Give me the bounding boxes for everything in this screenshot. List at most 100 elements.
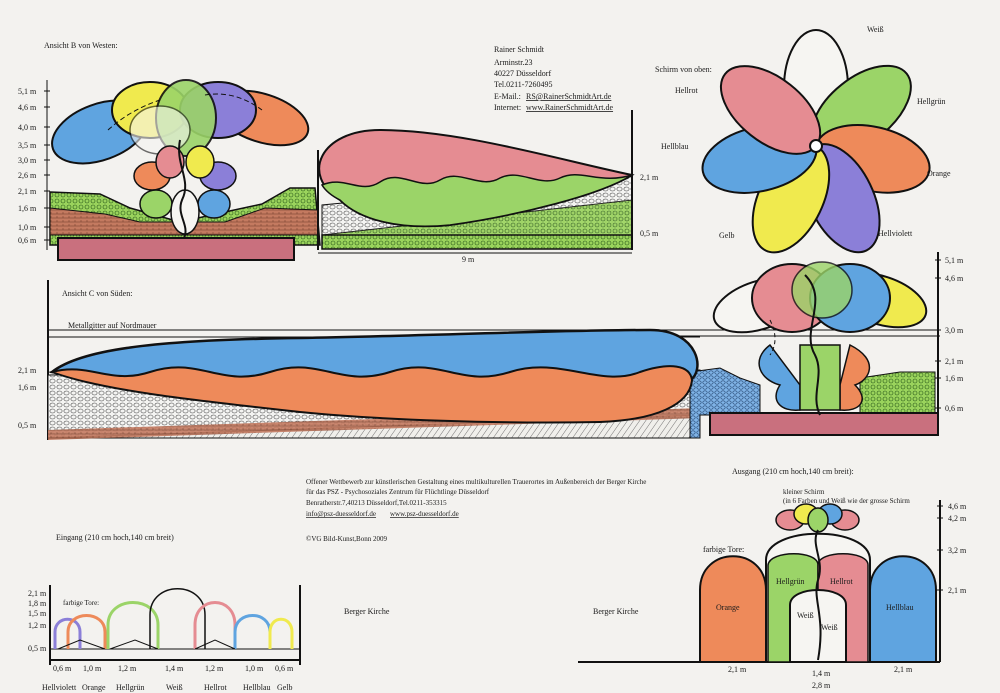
exit-small-umbrella: kleiner Schirm [783, 488, 825, 496]
contact-block: Rainer Schmidt Arminstr.23 40227 Düsseld… [494, 45, 613, 112]
svg-text:2,1 m: 2,1 m [948, 586, 967, 595]
top-view-petal-orange: Orange [927, 169, 951, 178]
svg-text:1,2 m: 1,2 m [205, 664, 224, 673]
svg-text:1,6 m: 1,6 m [945, 374, 964, 383]
contact-tel: Tel.0211-7260495 [494, 80, 552, 89]
svg-text:Hellblau: Hellblau [243, 683, 271, 692]
competition-block: Offener Wettbewerb zur künstlerischen Ge… [306, 478, 646, 543]
entrance-elevation: Eingang (210 cm hoch,140 cm breit) farbi… [28, 533, 301, 692]
view-b-height-scale: 5,1 m 4,6 m 4,0 m 3,5 m 3,0 m 2,6 m 2,1 … [18, 87, 50, 245]
view-c-south: Ansicht C von Süden: Metallgitter auf No… [18, 252, 964, 440]
svg-text:1,2 m: 1,2 m [118, 664, 137, 673]
svg-text:Orange: Orange [82, 683, 106, 692]
entrance-title: Eingang (210 cm hoch,140 cm breit) [56, 533, 174, 542]
view-b-height-right-top: 2,1 m [640, 173, 659, 182]
exit-height-scale: 4,6 m 4,2 m 3,2 m 2,1 m [937, 502, 967, 595]
church-label-right: Berger Kirche [593, 607, 639, 616]
svg-text:2,1 m: 2,1 m [28, 589, 47, 598]
exit-widths: 2,1 m 1,4 m 2,1 m 2,8 m [728, 665, 913, 690]
svg-text:1,0 m: 1,0 m [18, 223, 37, 232]
competition-line3: Benratherstr.7,40213 Düsseldorf,Tel.0211… [306, 499, 447, 507]
top-view-title: Schirm von oben: [655, 65, 712, 74]
competition-line1: Offener Wettbewerb zur künstlerischen Ge… [306, 478, 646, 486]
view-c-railing-label: Metallgitter auf Nordmauer [68, 321, 157, 330]
contact-street: Arminstr.23 [494, 58, 532, 67]
svg-text:3,0 m: 3,0 m [18, 156, 37, 165]
exit-label-orange: Orange [716, 603, 740, 612]
svg-text:3,2 m: 3,2 m [948, 546, 967, 555]
svg-text:Weiß: Weiß [166, 683, 183, 692]
view-c-title: Ansicht C von Süden: [62, 289, 132, 298]
entrance-widths: 0,6 m 1,0 m 1,2 m 1,4 m 1,2 m 1,0 m 0,6 … [53, 664, 294, 673]
svg-text:4,0 m: 4,0 m [18, 123, 37, 132]
contact-email-link[interactable]: RS@RainerSchmidtArt.de [526, 92, 612, 101]
svg-text:4,6 m: 4,6 m [948, 502, 967, 511]
svg-text:1,4 m: 1,4 m [812, 669, 831, 678]
exit-gates-label: farbige Tore: [703, 545, 744, 554]
svg-text:1,4 m: 1,4 m [165, 664, 184, 673]
exit-label-weiss-1: Weiß [797, 611, 814, 620]
svg-text:5,1 m: 5,1 m [945, 256, 964, 265]
svg-text:4,6 m: 4,6 m [945, 274, 964, 283]
competition-website-link[interactable]: www.psz-duesseldorf.de [390, 510, 459, 518]
competition-line2: für das PSZ - Psychosoziales Zentrum für… [306, 488, 490, 496]
top-view-umbrella: Schirm von oben: Weiß Hellgrün Orange He… [655, 25, 951, 254]
svg-text:5,1 m: 5,1 m [18, 87, 37, 96]
svg-text:1,6 m: 1,6 m [18, 383, 37, 392]
top-view-petal-hellrot: Hellrot [675, 86, 698, 95]
view-c-height-scale-right: 5,1 m 4,6 m 3,0 m 2,1 m 1,6 m 0,6 m [935, 256, 964, 413]
church-label-left: Berger Kirche [344, 607, 390, 616]
contact-city: 40227 Düsseldorf [494, 69, 551, 78]
svg-text:0,5 m: 0,5 m [18, 421, 37, 430]
svg-text:1,8 m: 1,8 m [28, 599, 47, 608]
top-view-petal-hellgruen: Hellgrün [917, 97, 945, 106]
svg-text:1,0 m: 1,0 m [245, 664, 264, 673]
svg-text:Gelb: Gelb [277, 683, 293, 692]
exit-elevation: Ausgang (210 cm hoch,140 cm breit): klei… [699, 467, 967, 690]
svg-text:Hellgrün: Hellgrün [116, 683, 144, 692]
svg-text:3,5 m: 3,5 m [18, 141, 37, 150]
svg-text:0,6 m: 0,6 m [53, 664, 72, 673]
svg-text:0,6 m: 0,6 m [18, 236, 37, 245]
view-b-title: Ansicht B von Westen: [44, 41, 118, 50]
exit-title: Ausgang (210 cm hoch,140 cm breit): [732, 467, 854, 476]
svg-text:0,5 m: 0,5 m [28, 644, 47, 653]
contact-email-label: E-Mail.: [494, 92, 521, 101]
svg-text:2,1 m: 2,1 m [894, 665, 913, 674]
svg-text:2,1 m: 2,1 m [945, 357, 964, 366]
contact-website-link[interactable]: www.RainerSchmidtArt.de [526, 103, 613, 112]
svg-text:2,1 m: 2,1 m [18, 366, 37, 375]
competition-email-link[interactable]: info@psz-duesseldorf.de [306, 510, 376, 518]
view-b-width: 9 m [462, 255, 475, 264]
entrance-color-names: Hellviolett Orange Hellgrün Weiß Hellrot… [42, 683, 293, 692]
svg-text:0,6 m: 0,6 m [945, 404, 964, 413]
svg-text:2,1 m: 2,1 m [18, 187, 37, 196]
exit-label-hellblau: Hellblau [886, 603, 914, 612]
entrance-height-scale: 2,1 m 1,8 m 1,5 m 1,2 m 0,5 m [28, 589, 47, 653]
svg-text:1,5 m: 1,5 m [28, 609, 47, 618]
svg-text:1,0 m: 1,0 m [83, 664, 102, 673]
top-view-petal-gelb: Gelb [719, 231, 735, 240]
svg-text:1,2 m: 1,2 m [28, 621, 47, 630]
svg-text:Hellrot: Hellrot [204, 683, 227, 692]
svg-text:2,8 m: 2,8 m [812, 681, 831, 690]
svg-text:2,1 m: 2,1 m [728, 665, 747, 674]
contact-internet-label: Internet: [494, 103, 521, 112]
view-b-west: Ansicht B von Westen: 5,1 m 4,6 m 4,0 m … [18, 41, 659, 264]
top-view-petal-weiss: Weiß [867, 25, 884, 34]
svg-text:Hellviolett: Hellviolett [42, 683, 77, 692]
contact-name: Rainer Schmidt [494, 45, 545, 54]
top-view-petal-hellviolett: Hellviolett [878, 229, 913, 238]
svg-text:2,6 m: 2,6 m [18, 171, 37, 180]
exit-label-hellrot: Hellrot [830, 577, 853, 586]
exit-label-weiss-2: Weiß [821, 623, 838, 632]
top-view-petal-hellblau: Hellblau [661, 142, 689, 151]
svg-text:0,6 m: 0,6 m [275, 664, 294, 673]
copyright: ©VG Bild-Kunst,Bonn 2009 [306, 535, 387, 543]
entrance-gates-label: farbige Tore: [63, 599, 99, 607]
svg-text:4,2 m: 4,2 m [948, 514, 967, 523]
exit-small-umbrella-note: (in 6 Farben und Weiß wie der grosse Sch… [783, 497, 910, 505]
svg-text:4,6 m: 4,6 m [18, 103, 37, 112]
view-b-height-right-bottom: 0,5 m [640, 229, 659, 238]
